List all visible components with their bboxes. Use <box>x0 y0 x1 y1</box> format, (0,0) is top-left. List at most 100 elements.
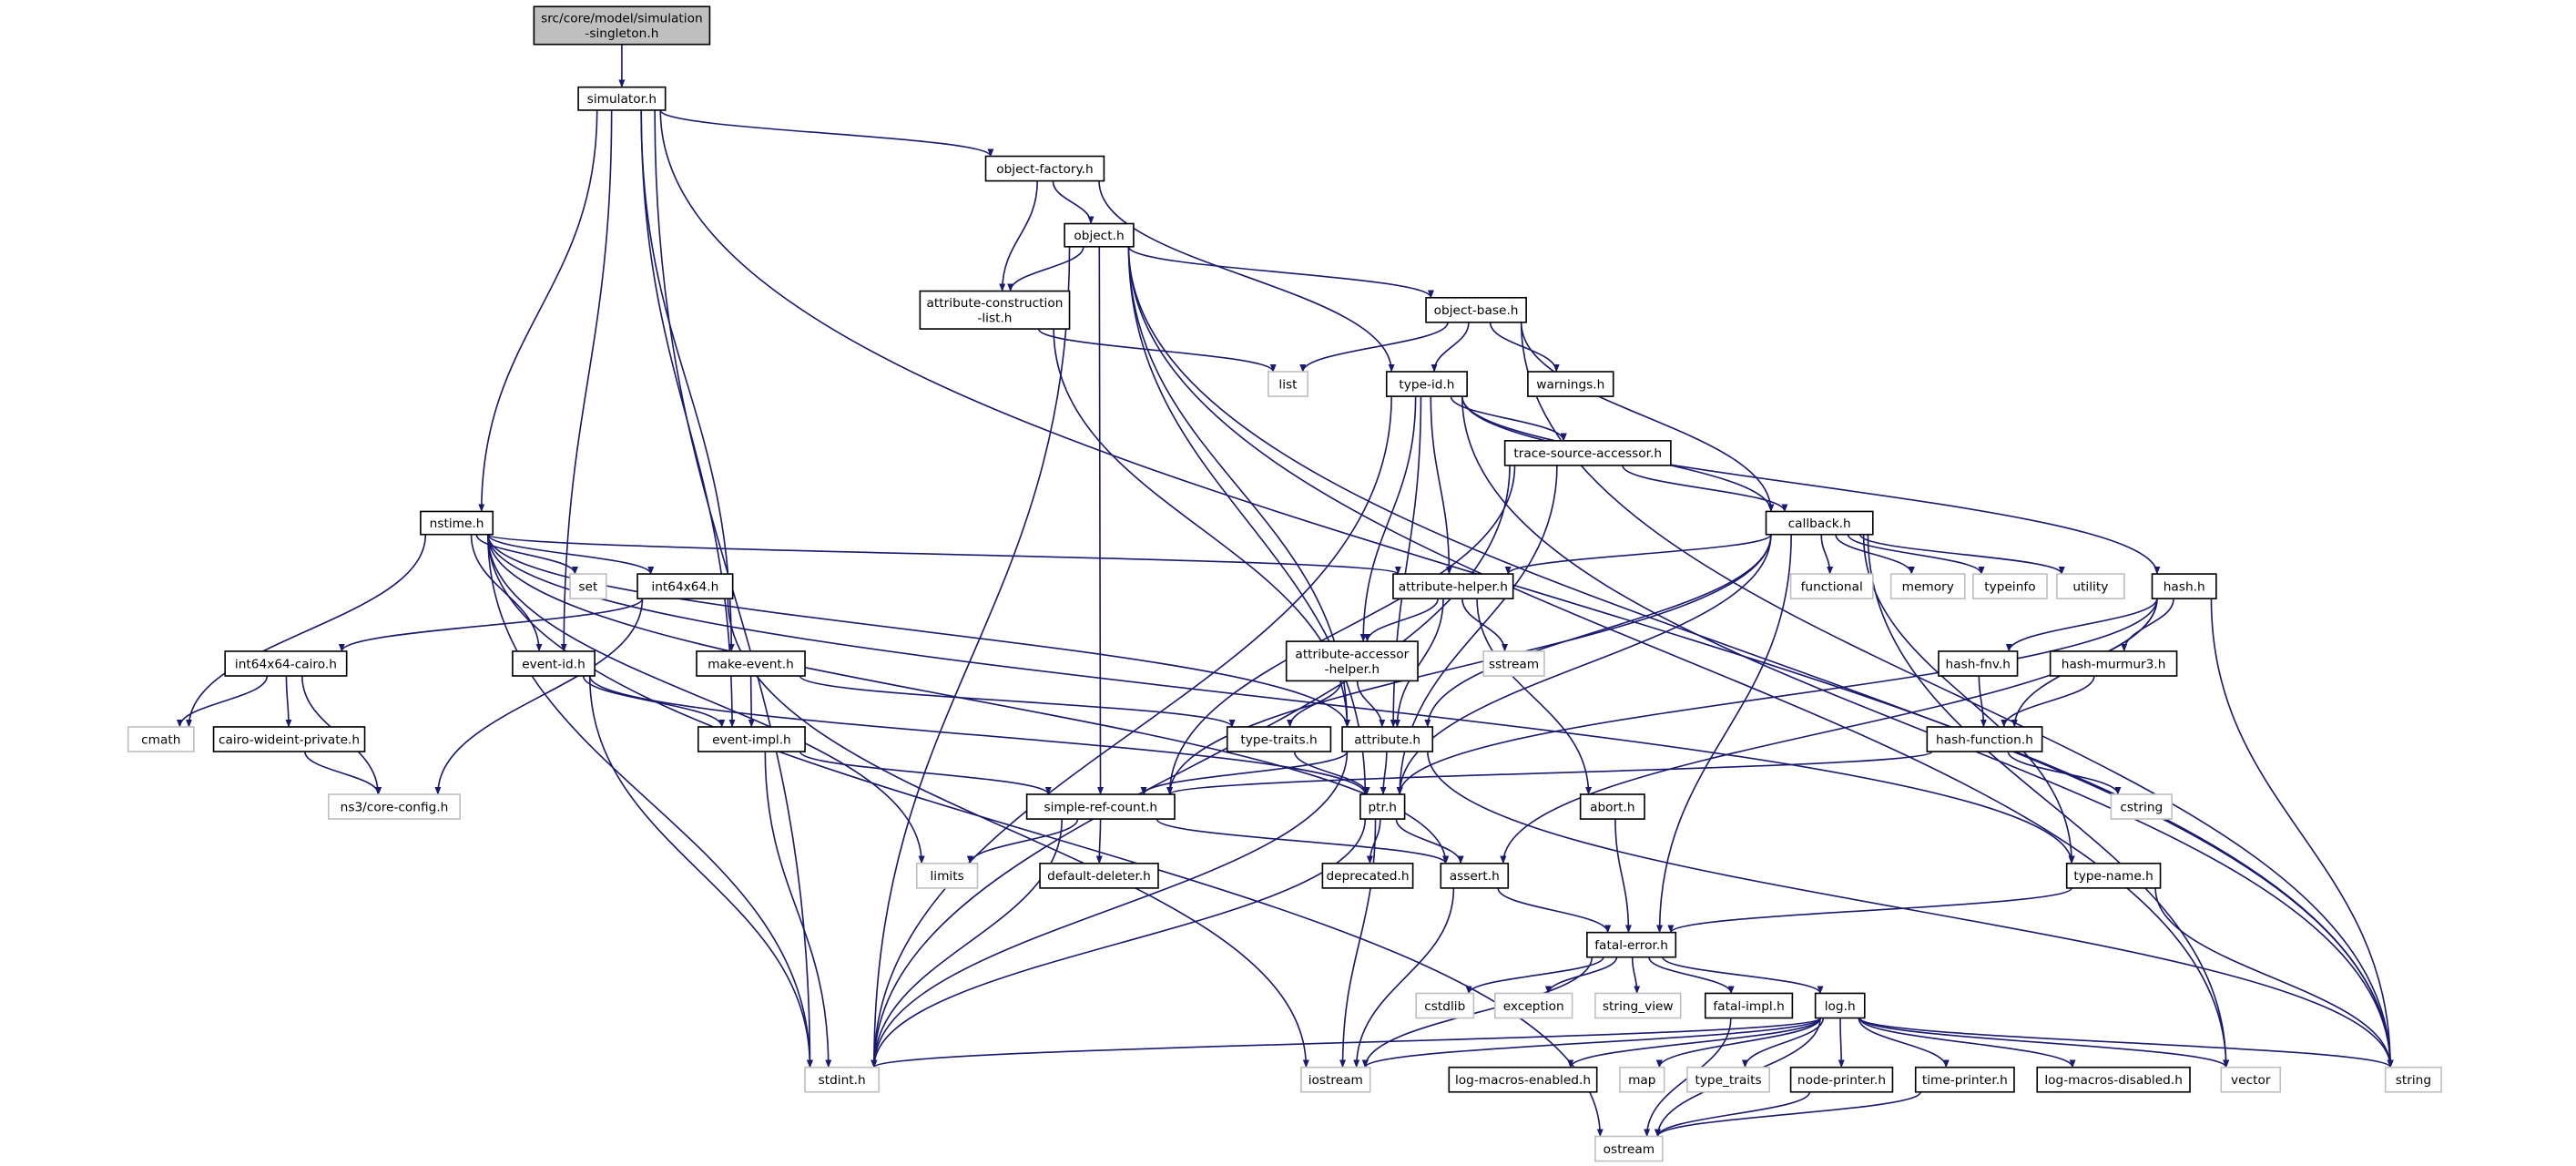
node-label: int64x64.h <box>651 579 718 594</box>
node-attribute-accessor-helper[interactable]: attribute-accessor-helper.h <box>1285 640 1419 682</box>
node-box <box>984 155 1105 182</box>
node-label: simple-ref-count.h <box>1044 800 1158 814</box>
node-iostream: iostream <box>1300 1066 1371 1093</box>
node-box <box>1704 992 1794 1019</box>
edge-hash-function-to-simple-ref-count <box>1170 751 1933 795</box>
edge-attribute-accessor-helper-to-type-traits <box>1290 680 1342 728</box>
node-hash[interactable]: hash.h <box>2151 573 2217 599</box>
edge-event-id-to-stdint <box>588 676 810 1068</box>
node-label: deprecated.h <box>1326 869 1409 884</box>
node-root[interactable]: src/core/model/simulation-singleton.h <box>533 5 711 46</box>
node-label: limits <box>930 869 963 884</box>
node-string: string <box>2384 1066 2442 1093</box>
node-trace-source-accessor[interactable]: trace-source-accessor.h <box>1503 440 1672 466</box>
edge-fatal-error-to-exception <box>1548 956 1618 994</box>
node-box <box>577 86 667 111</box>
node-make-event[interactable]: make-event.h <box>696 650 806 677</box>
node-box <box>1440 863 1510 889</box>
node-ptr[interactable]: ptr.h <box>1359 793 1406 820</box>
node-fatal-error[interactable]: fatal-error.h <box>1586 931 1677 958</box>
node-box <box>1025 793 1176 820</box>
edge-callback-to-attribute-helper <box>1508 533 1772 575</box>
edge-callback-to-memory <box>1835 534 1911 575</box>
node-attribute[interactable]: attribute.h <box>1341 726 1434 752</box>
edge-attribute-to-simple-ref-count <box>1144 751 1349 795</box>
node-simulator[interactable]: simulator.h <box>577 86 667 111</box>
node-label: vector <box>2231 1073 2271 1088</box>
edge-object-base-to-type-id <box>1434 322 1470 373</box>
node-abort[interactable]: abort.h <box>1579 793 1645 820</box>
node-int64x64-cairo[interactable]: int64x64-cairo.h <box>224 650 348 677</box>
node-box <box>2220 1066 2282 1093</box>
node-label: type-id.h <box>1399 377 1454 392</box>
node-box <box>2036 1066 2191 1093</box>
edge-attribute-accessor-helper-to-attribute <box>1356 680 1382 728</box>
node-deprecated[interactable]: deprecated.h <box>1321 863 1414 889</box>
node-label: fatal-error.h <box>1594 938 1668 953</box>
edge-fatal-error-to-iostream <box>1365 956 1593 1068</box>
node-time-printer[interactable]: time-printer.h <box>1914 1066 2015 1093</box>
node-box <box>1359 793 1406 820</box>
edge-simulator-to-object-factory <box>659 109 991 158</box>
node-label: assert.h <box>1450 869 1500 884</box>
node-box <box>1594 1135 1664 1162</box>
node-attribute-construction-list[interactable]: attribute-construction-list.h <box>919 290 1071 330</box>
node-log-macros-disabled[interactable]: log-macros-disabled.h <box>2036 1066 2191 1093</box>
node-box <box>1425 296 1527 323</box>
node-object-base[interactable]: object-base.h <box>1425 296 1527 323</box>
edge-object-to-string <box>1127 246 2390 1068</box>
node-box <box>1268 371 1308 397</box>
node-label: log.h <box>1825 999 1856 1014</box>
edge-type-name-to-string <box>2154 887 2390 1068</box>
node-nstime[interactable]: nstime.h <box>420 510 494 536</box>
node-node-printer[interactable]: node-printer.h <box>1789 1066 1894 1093</box>
node-box <box>1789 573 1874 599</box>
node-event-impl[interactable]: event-impl.h <box>697 726 806 752</box>
node-core-config: ns3/core-config.h <box>328 793 461 820</box>
edge-callback-to-utility <box>1859 534 2062 575</box>
node-object-factory[interactable]: object-factory.h <box>984 155 1105 182</box>
node-fatal-impl[interactable]: fatal-impl.h <box>1704 992 1794 1019</box>
node-limits: limits <box>915 863 979 889</box>
node-label: string <box>2396 1073 2431 1088</box>
node-box <box>915 863 979 889</box>
edge-assert-to-fatal-error <box>1497 887 1608 933</box>
node-type-name[interactable]: type-name.h <box>2065 863 2162 889</box>
node-cmath: cmath <box>127 726 195 752</box>
edge-callback-to-attribute <box>1428 534 1772 727</box>
node-hash-fnv[interactable]: hash-fnv.h <box>1938 650 2019 677</box>
node-type_traits: type_traits <box>1686 1066 1770 1093</box>
node-label: object-base.h <box>1434 303 1519 318</box>
node-warnings[interactable]: warnings.h <box>1527 371 1614 397</box>
node-label: attribute-helper.h <box>1399 579 1508 594</box>
node-simple-ref-count[interactable]: simple-ref-count.h <box>1025 793 1176 820</box>
node-label: type_traits <box>1695 1073 1761 1088</box>
node-hash-function[interactable]: hash-function.h <box>1926 726 2043 752</box>
edge-attribute-helper-to-attribute-accessor-helper <box>1368 598 1439 642</box>
node-type-id[interactable]: type-id.h <box>1385 371 1468 397</box>
node-label: hash.h <box>2164 579 2205 594</box>
edge-attribute-to-string <box>1427 752 2390 1068</box>
node-default-deleter[interactable]: default-deleter.h <box>1039 863 1159 889</box>
node-assert[interactable]: assert.h <box>1440 863 1510 889</box>
edge-log-to-map <box>1659 1018 1821 1068</box>
edge-object-factory-to-type-id <box>1098 180 1391 372</box>
node-label: cairo-wideint-private.h <box>219 732 360 747</box>
node-log[interactable]: log.h <box>1814 992 1866 1019</box>
node-log-macros-enabled[interactable]: log-macros-enabled.h <box>1448 1066 1598 1093</box>
node-box <box>1385 371 1468 397</box>
node-cairo-wideint-private[interactable]: cairo-wideint-private.h <box>212 726 366 752</box>
node-object[interactable]: object.h <box>1064 222 1135 248</box>
node-hash-murmur3[interactable]: hash-murmur3.h <box>2049 650 2178 677</box>
node-box <box>1926 726 2043 752</box>
node-attribute-helper[interactable]: attribute-helper.h <box>1392 573 1514 599</box>
edge-attribute-construction-list-to-list <box>1037 328 1274 373</box>
node-int64x64[interactable]: int64x64.h <box>636 573 734 599</box>
node-type-traits[interactable]: type-traits.h <box>1226 726 1332 752</box>
edge-trace-source-accessor-to-stdint <box>874 465 1511 1068</box>
node-box <box>1285 640 1419 682</box>
node-box <box>2065 863 2162 889</box>
node-callback[interactable]: callback.h <box>1765 510 1874 536</box>
edge-attribute-helper-to-attribute <box>1397 598 1444 727</box>
node-event-id[interactable]: event-id.h <box>512 650 596 677</box>
